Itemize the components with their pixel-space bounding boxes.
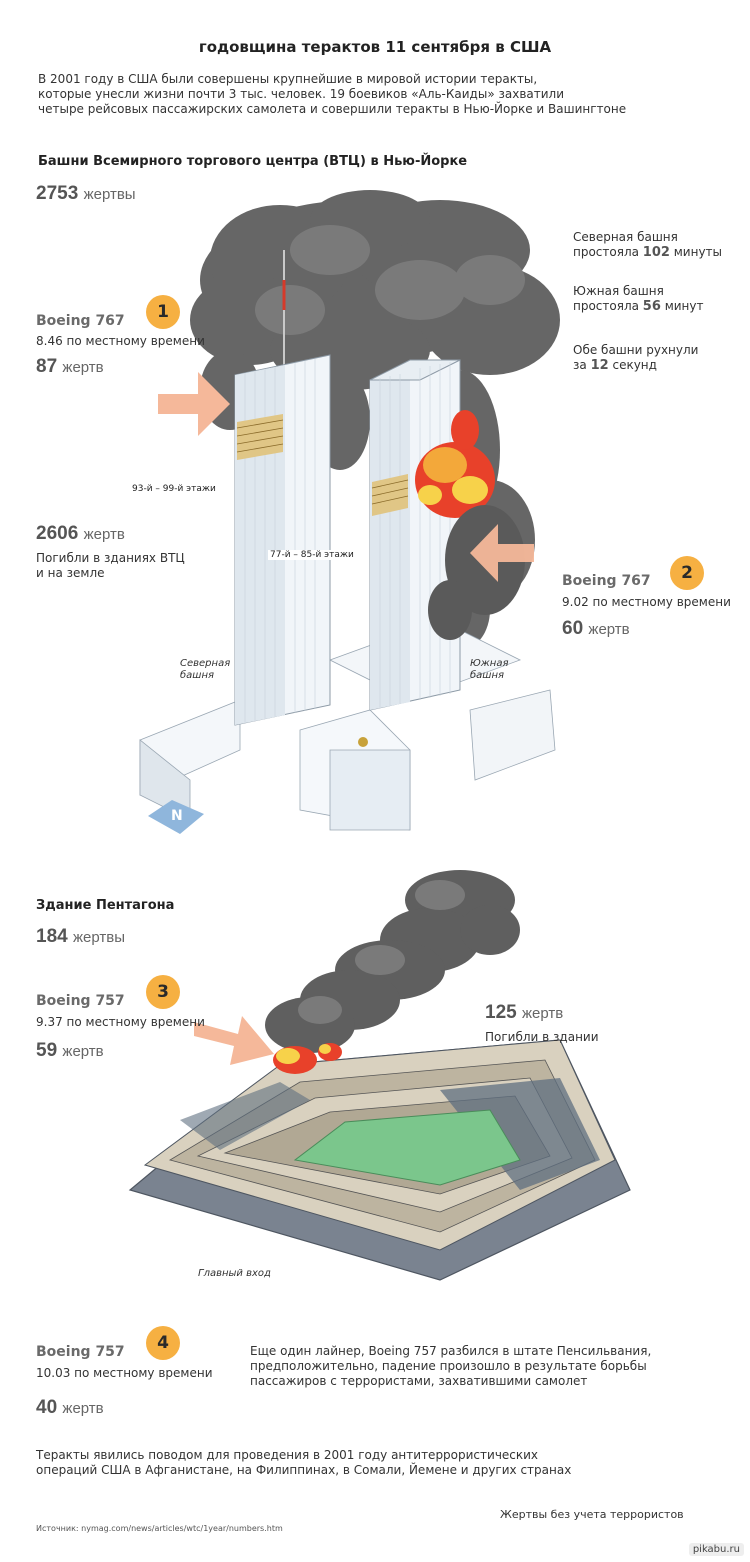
south-tower-fact: Южная башня простояла 56 минут — [573, 284, 704, 314]
north-fact-line2: простояла 102 минуты — [573, 245, 723, 260]
flight1-casualties: 87 жертв — [36, 356, 104, 378]
wtc-section-title: Башни Всемирного торгового центра (ВТЦ) … — [38, 154, 468, 169]
flight1-number: 87 — [36, 356, 58, 377]
pentagon-building-unit: жертв — [521, 1005, 564, 1022]
flight1-time: 8.46 по местному времени — [36, 334, 205, 348]
pentagon-total-number: 184 — [36, 926, 68, 947]
flight2-plane: Boeing 767 — [562, 573, 651, 589]
flight1-unit: жертв — [62, 359, 104, 376]
flight2-casualties: 60 жертв — [562, 618, 630, 640]
wtc-total-unit: жертвы — [83, 186, 136, 203]
south-fact-line2: простояла 56 минут — [573, 299, 704, 314]
badge-flight-2: 2 — [670, 556, 704, 590]
flight4-time: 10.03 по местному времени — [36, 1366, 213, 1380]
compass-label: N — [171, 808, 183, 824]
flight3-number: 59 — [36, 1040, 58, 1061]
flight3-time: 9.37 по местному времени — [36, 1015, 205, 1029]
compass-arrow-icon — [148, 800, 204, 834]
badge-flight-3: 3 — [146, 975, 180, 1009]
north-tower-label: Северная башня — [180, 658, 231, 681]
sphere-sculpture — [358, 737, 368, 747]
source-text: Источник: nymag.com/news/articles/wtc/1y… — [36, 1524, 283, 1533]
ground-number: 2606 — [36, 523, 79, 544]
casualties-note: Жертвы без учета террористов — [500, 1508, 684, 1521]
impact-arrow-icon — [158, 372, 230, 436]
ground-unit: жертв — [83, 526, 125, 543]
south-tower-label: Южная башня — [470, 658, 509, 681]
fire-explosion-pentagon — [273, 1043, 342, 1074]
wtc-illustration — [139, 190, 560, 831]
flight4-plane: Boeing 757 — [36, 1344, 125, 1360]
north-floors-label: 93-й – 99-й этажи — [130, 484, 218, 494]
flight2-number: 60 — [562, 618, 584, 639]
pentagon-total-casualties: 184 жертвы — [36, 926, 125, 948]
flight3-casualties: 59 жертв — [36, 1040, 104, 1062]
badge-flight-4: 4 — [146, 1326, 180, 1360]
north-fact-line1: Северная башня — [573, 230, 678, 244]
flight2-unit: жертв — [588, 621, 630, 638]
north-tower — [234, 354, 331, 726]
pentagon-building-text: Погибли в здании — [485, 1030, 599, 1044]
pennsylvania-text: Еще один лайнер, Boeing 757 разбился в ш… — [250, 1344, 652, 1388]
collapse-fact: Обе башни рухнули за 12 секунд — [573, 343, 698, 373]
pentagon-total-unit: жертвы — [72, 929, 125, 946]
fire-explosion-wtc — [415, 410, 495, 518]
wtc-total-number: 2753 — [36, 183, 79, 204]
badge-flight-1: 1 — [146, 295, 180, 329]
pentagon-building-casualties: 125 жертв — [485, 1002, 563, 1024]
intro-text: В 2001 году в США были совершены крупней… — [38, 72, 627, 116]
flight1-plane: Boeing 767 — [36, 313, 125, 329]
south-tower — [369, 359, 461, 711]
collapse-fact-line2: за 12 секунд — [573, 358, 657, 373]
flight4-casualties: 40 жертв — [36, 1397, 104, 1419]
flight2-time: 9.02 по местному времени — [562, 595, 731, 609]
main-entrance-label: Главный вход — [198, 1268, 271, 1279]
page-title: годовщина терактов 11 сентября в США — [198, 38, 552, 56]
conclusion-text: Теракты явились поводом для проведения в… — [36, 1448, 572, 1477]
south-fact-line1: Южная башня — [573, 284, 664, 298]
north-tower-fact: Северная башня простояла 102 минуты — [573, 230, 722, 260]
flight4-unit: жертв — [62, 1400, 104, 1417]
ground-casualties: 2606 жертв — [36, 523, 125, 545]
flight4-number: 40 — [36, 1397, 58, 1418]
plaza-buildings — [139, 619, 556, 831]
collapse-fact-line1: Обе башни рухнули — [573, 343, 699, 357]
pentagon-building-number: 125 — [485, 1002, 517, 1023]
wtc-total-casualties: 2753 жертвы — [36, 183, 136, 205]
impact-arrow-icon — [470, 524, 534, 582]
south-floors-label: 77-й – 85-й этажи — [268, 550, 356, 560]
pentagon-section-title: Здание Пентагона — [36, 898, 175, 913]
pentagon-courtyard — [293, 1109, 521, 1186]
flight3-unit: жертв — [62, 1043, 104, 1060]
pentagon-illustration — [128, 870, 631, 1281]
flight3-plane: Boeing 757 — [36, 993, 125, 1009]
ground-text: Погибли в зданиях ВТЦ и на земле — [36, 551, 185, 580]
watermark: pikabu.ru — [688, 1543, 744, 1556]
impact-arrow-icon — [194, 1016, 274, 1065]
